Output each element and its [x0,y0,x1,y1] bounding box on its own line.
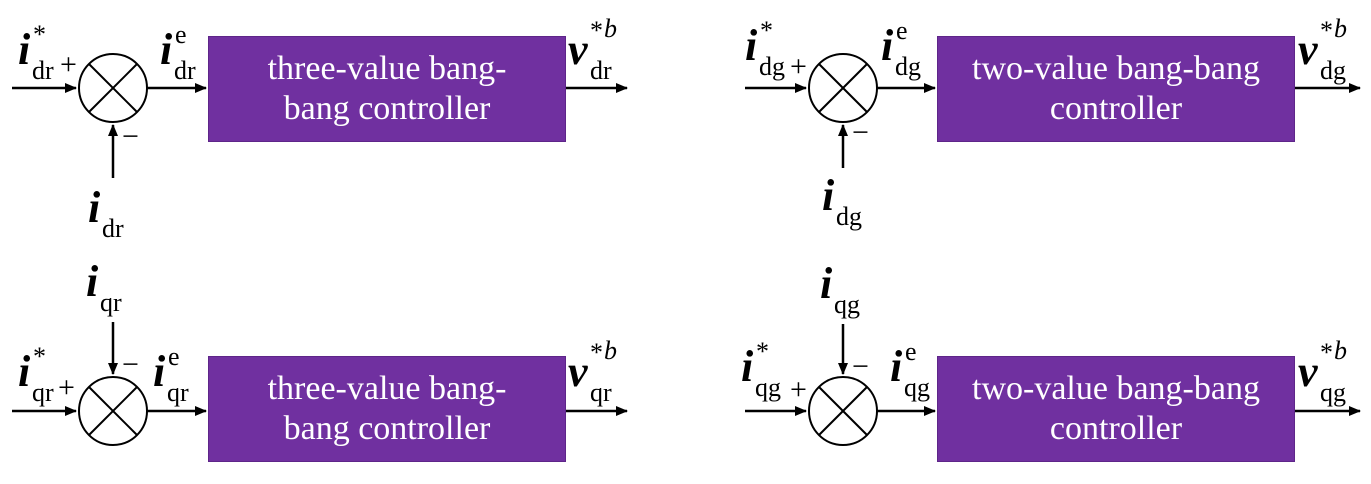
summing-junction-qg [808,376,878,446]
minus-sign-qg: − [852,350,869,383]
controller-block-qg: two-value bang-bang controller [937,356,1295,462]
controller-block-dr: three-value bang- bang controller [208,36,566,142]
minus-sign-dg: − [852,116,869,149]
plus-sign-dg: + [790,50,807,83]
summing-junction-dg [808,53,878,123]
controller-label-dr: three-value bang- bang controller [267,50,507,127]
plus-sign-qg: + [790,373,807,406]
loop-qr [12,322,628,446]
controller-label-qg: two-value bang-bang controller [972,370,1260,447]
loop-dr [12,53,628,178]
plus-sign-qr: + [58,371,75,404]
minus-sign-dr: − [122,120,139,153]
summing-junction-dr [78,53,148,123]
controller-block-qr: three-value bang- bang controller [208,356,566,462]
loop-dg [745,53,1361,168]
plus-sign-dr: + [60,48,77,81]
controller-label-dg: two-value bang-bang controller [972,50,1260,127]
controller-label-qr: three-value bang- bang controller [267,370,507,447]
controller-block-dg: two-value bang-bang controller [937,36,1295,142]
loop-qg [745,324,1361,446]
minus-sign-qr: − [122,348,139,381]
summing-junction-qr [78,376,148,446]
